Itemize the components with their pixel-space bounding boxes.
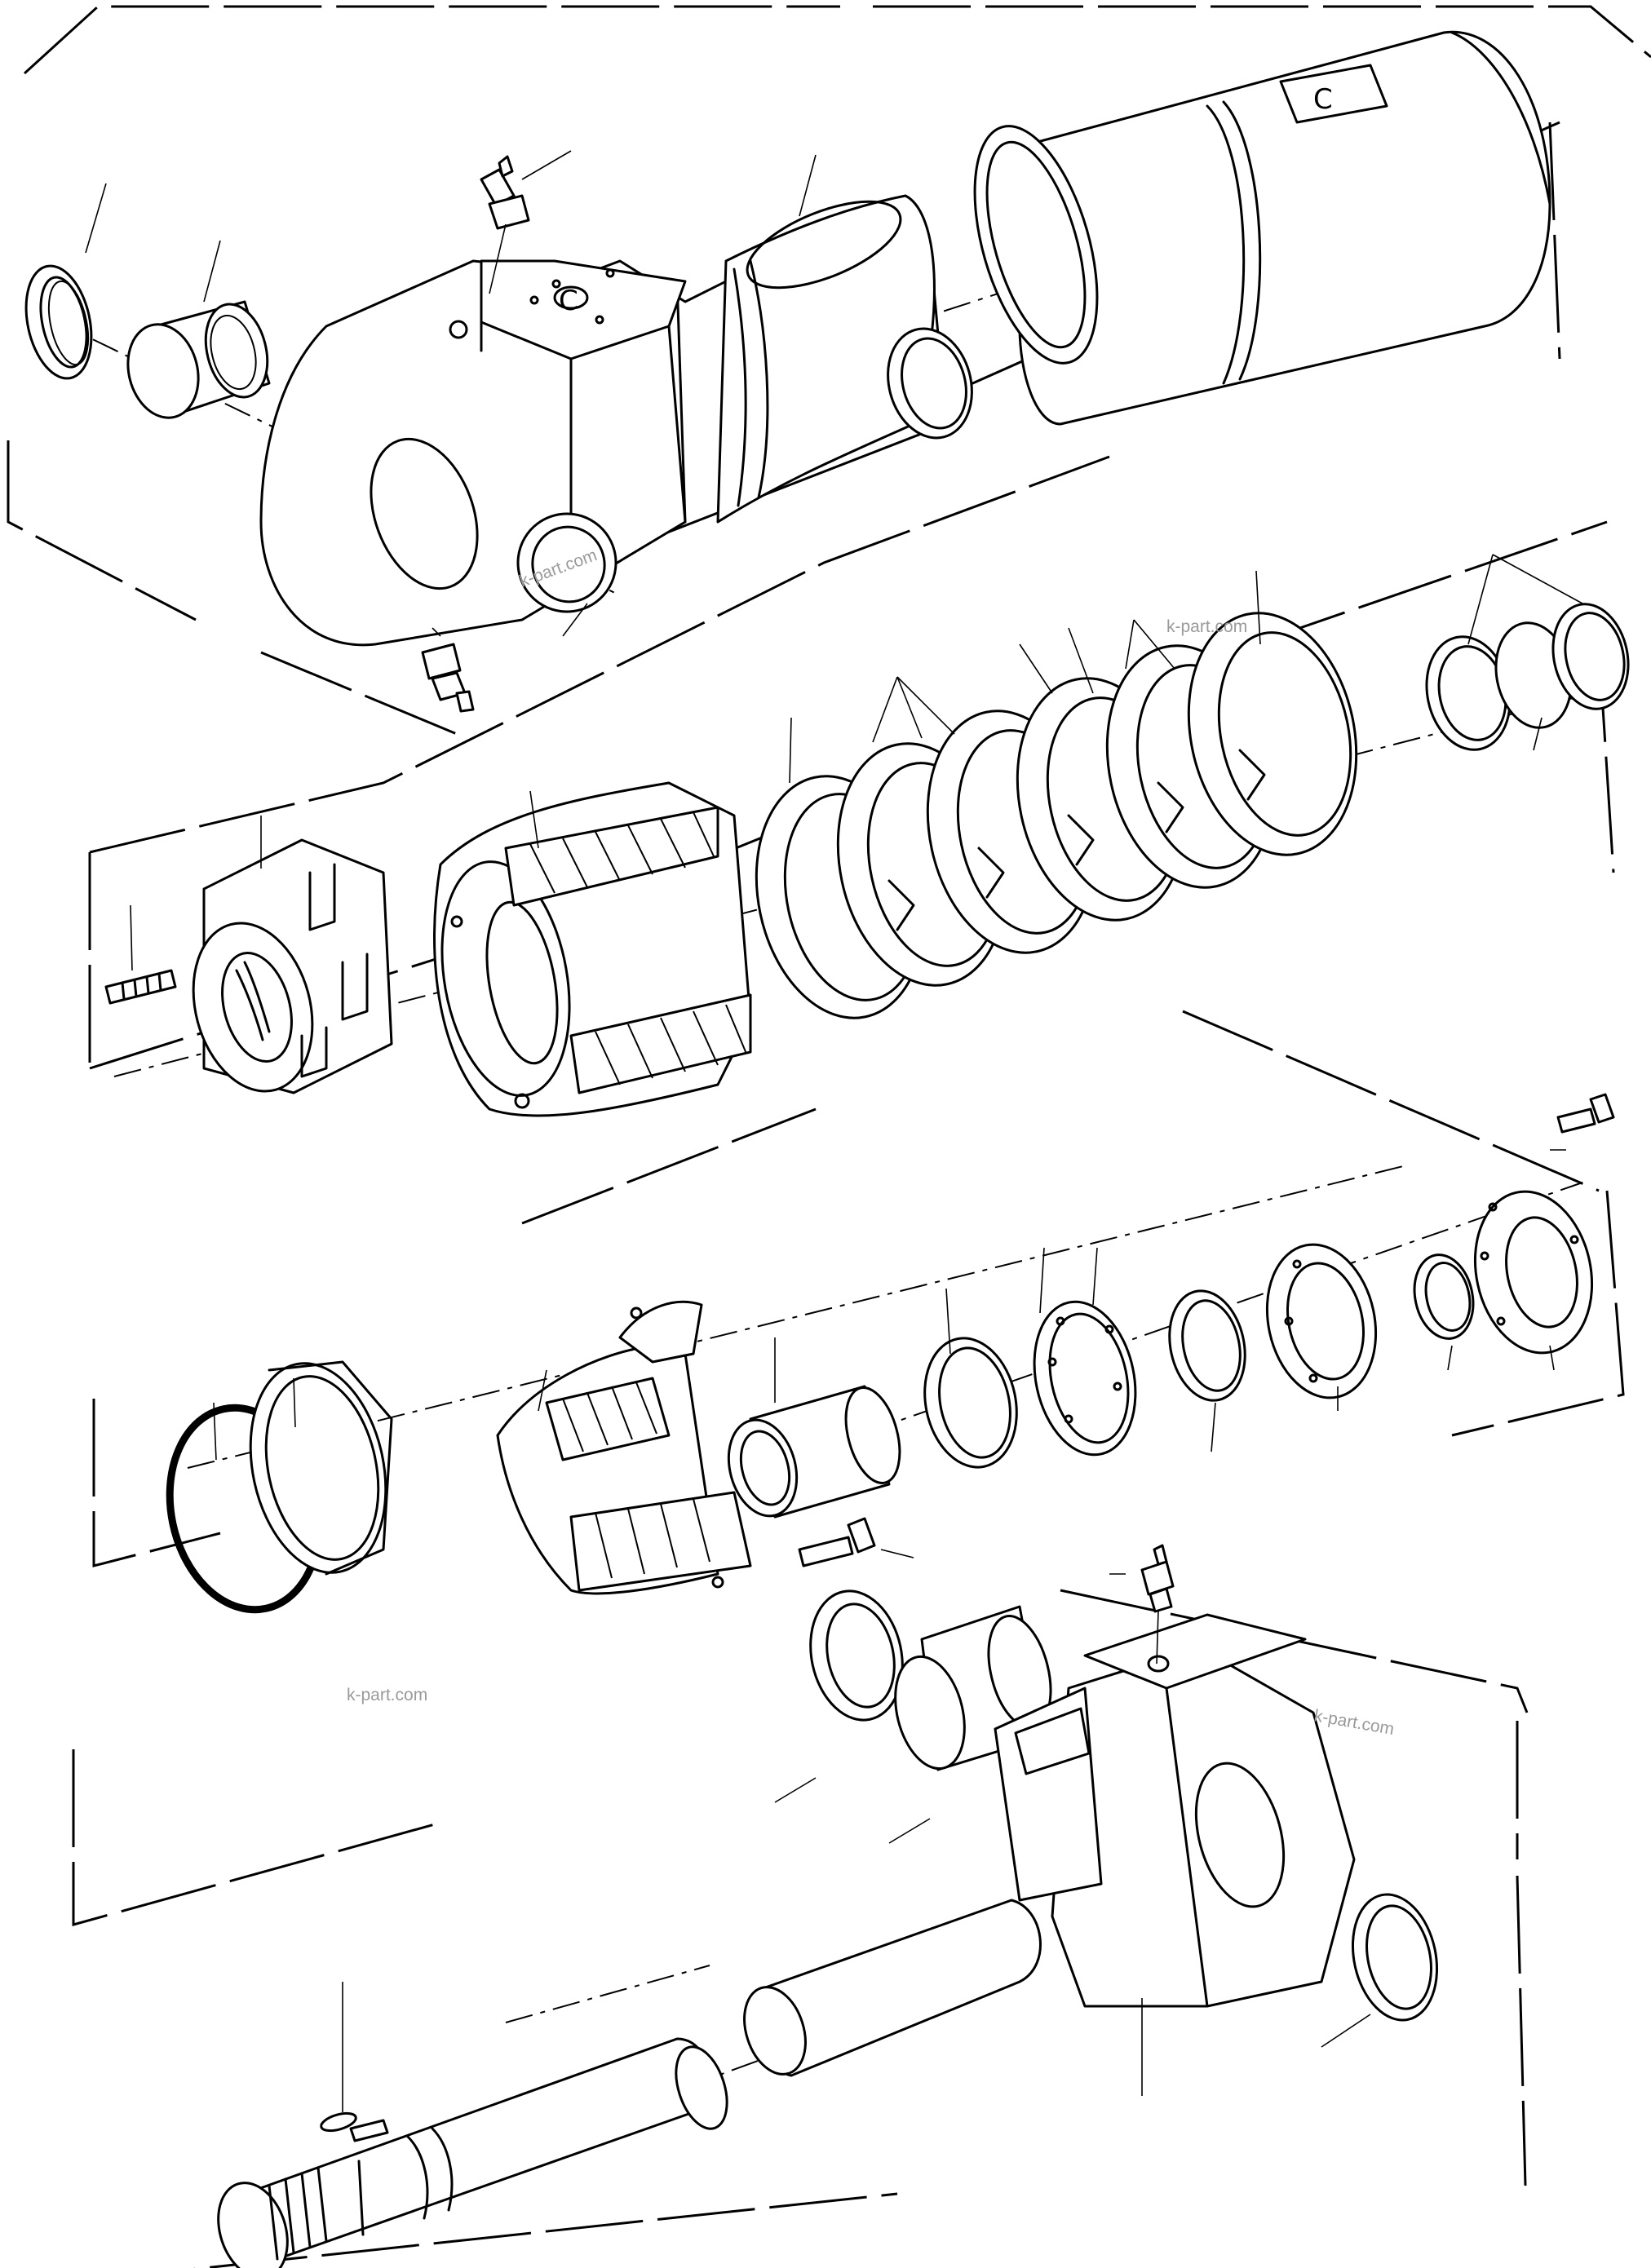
gland-seal-assembly: [166, 1093, 1615, 1614]
piston-rod: [217, 1899, 1042, 2268]
gland-bolt: [798, 1517, 914, 1567]
cylinder-barrel: C: [973, 30, 1551, 426]
watermark: k-part.com: [1166, 617, 1247, 636]
part-stamp: C: [559, 285, 578, 317]
rod-bushing: [727, 1337, 901, 1519]
cylinder-tube-body: C: [259, 194, 948, 647]
piston-spring-assembly: [104, 554, 1630, 1117]
gland-sectioned: [496, 1300, 752, 1595]
rod-eye: [994, 1613, 1356, 2096]
piston-rings: [755, 570, 1358, 1019]
piston-rod-assembly: [217, 1544, 1439, 2268]
castle-nut: [192, 816, 393, 1094]
watermark: k-part.com: [1312, 1706, 1396, 1739]
grease-nipple-top: [480, 155, 530, 294]
rod-seals: [923, 1190, 1594, 1469]
wiper-seal-left: [24, 264, 93, 380]
grease-nipple-rod: [1109, 1544, 1175, 1665]
leaders-row-1: [85, 150, 817, 637]
flange-screw: [1550, 1093, 1615, 1151]
wiper-seal-right-bottom: [1321, 1893, 1439, 2048]
piston-sectioned: [433, 781, 752, 1117]
part-stamp-barrel: C: [1313, 83, 1333, 116]
watermark: k-part.com: [347, 1686, 427, 1704]
wiper-seal-right-top: [774, 1589, 904, 1803]
o-ring-tube: [887, 327, 973, 440]
snap-rings: [1425, 554, 1630, 751]
lock-screw: [104, 904, 177, 1005]
o-ring-large: [166, 1360, 393, 1614]
grease-nipple-bottom: [421, 627, 475, 713]
bushing-left: [126, 300, 271, 419]
cylinder-tube-assembly: C: [24, 30, 1551, 713]
